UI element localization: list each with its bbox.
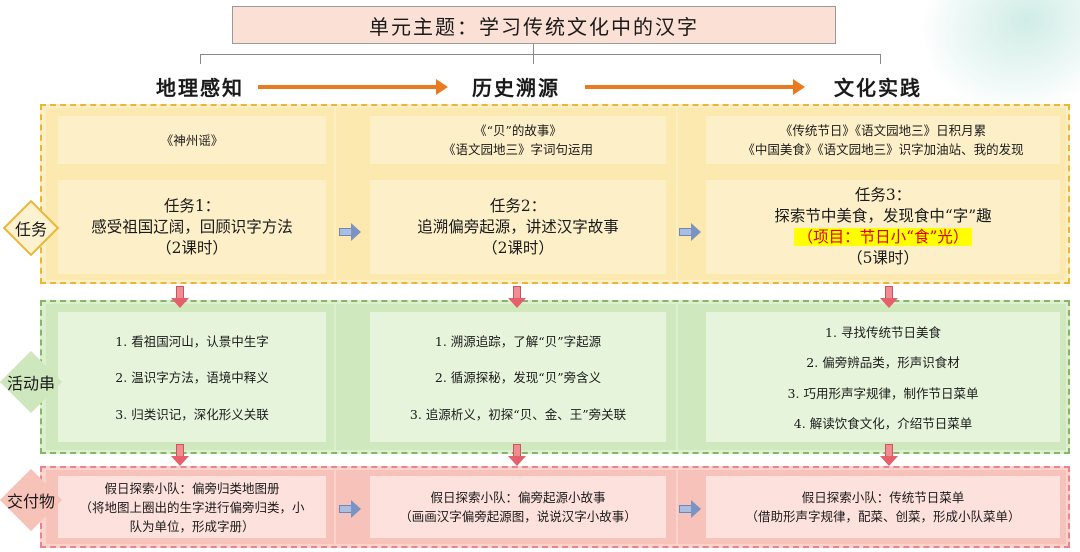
connector-line <box>533 54 534 64</box>
activity-item: 3. 追源析义，初探“贝、金、王”旁关联 <box>409 407 627 423</box>
task-text: 感受祖国辽阔，回顾识字方法 <box>91 217 293 236</box>
right-arrow-icon <box>679 500 701 518</box>
activity-box-1: 1. 看祖国河山，认景中生字 2. 温识字方法，语境中释义 3. 归类识记，深化… <box>58 312 326 442</box>
resource-text: 《语文园地三》字词句运用 <box>442 142 593 157</box>
task-text: 任务2： <box>489 196 547 215</box>
activity-item: 2. 循源探秘，发现“贝”旁含义 <box>434 370 602 386</box>
down-arrow-icon <box>171 444 189 466</box>
deliverable-box-3: 假日探索小队：传统节日菜单 （借助形声字规律，配菜、创菜，形成小队菜单） <box>706 476 1060 538</box>
activity-item: 1. 溯源追踪，了解“贝”字起源 <box>434 333 602 349</box>
activity-item: 4. 解读饮食文化，介绍节日菜单 <box>793 416 973 432</box>
column-heading-culture: 文化实践 <box>834 76 922 100</box>
activity-item: 1. 看祖国河山，认景中生字 <box>115 333 269 349</box>
down-arrow-icon <box>508 286 526 308</box>
resource-text: 《传统节日》《语文园地三》日积月累 <box>779 123 987 138</box>
row-label-activity: 活动串 <box>6 374 55 393</box>
deliverable-text: 假日探索小队：偏旁起源小故事 <box>430 490 606 505</box>
deliverable-text: （将地图上圈出的生字进行偏旁归类，小 <box>79 499 305 515</box>
resource-text: 《“贝”的故事》 <box>474 123 562 138</box>
flow-arrow <box>585 79 805 95</box>
deliverable-text: 假日探索小队：传统节日菜单 <box>801 490 965 505</box>
deliverable-text: 假日探索小队：偏旁归类地图册 <box>104 480 280 496</box>
deliverable-box-2: 假日探索小队：偏旁起源小故事 （画画汉字偏旁起源图，说说汉字小故事） <box>370 476 666 538</box>
right-arrow-icon <box>339 500 361 518</box>
resource-box-2: 《“贝”的故事》 《语文园地三》字词句运用 <box>370 116 666 164</box>
right-arrow-icon <box>679 223 701 241</box>
task-box-2: 任务2： 追溯偏旁起源，讲述汉字故事 （2课时） <box>370 180 666 274</box>
unit-title: 单元主题：学习传统文化中的汉字 <box>232 6 836 44</box>
resource-box-1: 《神州谣》 <box>58 116 326 164</box>
activity-item: 3. 归类识记，深化形义关联 <box>115 407 269 423</box>
task-text: （5课时） <box>847 249 919 267</box>
task-text: 任务1： <box>163 196 221 215</box>
activity-item: 3. 巧用形声字规律，制作节日菜单 <box>787 385 979 401</box>
column-heading-geography: 地理感知 <box>156 76 244 100</box>
project-highlight: （项目：节日小“食”光） <box>793 228 973 246</box>
task-text: 探索节中美食，发现食中“字”趣 <box>774 207 992 225</box>
activity-box-2: 1. 溯源追踪，了解“贝”字起源 2. 循源探秘，发现“贝”旁含义 3. 追源析… <box>370 312 666 442</box>
deliverable-text: （借助形声字规律，配菜、创菜，形成小队菜单） <box>745 509 1021 524</box>
resource-box-3: 《传统节日》《语文园地三》日积月累 《中国美食》《语文园地三》识字加油站、我的发… <box>706 116 1060 164</box>
task-box-3: 任务3： 探索节中美食，发现食中“字”趣 （项目：节日小“食”光） （5课时） <box>706 180 1060 274</box>
activity-item: 2. 偏旁辨品类，形声识食材 <box>806 355 960 371</box>
connector-line <box>200 54 880 55</box>
row-label-task: 任务 <box>14 220 47 239</box>
connector-line <box>200 54 201 64</box>
activity-item: 1. 寻找传统节日美食 <box>825 324 941 340</box>
connector-line <box>533 44 534 54</box>
right-arrow-icon <box>339 223 361 241</box>
row-label-deliverable: 交付物 <box>6 492 55 511</box>
activity-item: 2. 温识字方法，语境中释义 <box>115 370 269 386</box>
task-text: （2课时） <box>482 238 554 257</box>
down-arrow-icon <box>880 444 898 466</box>
connector-line <box>880 54 881 64</box>
down-arrow-icon <box>880 286 898 308</box>
deliverable-text: 队为单位，形成字册） <box>129 518 255 534</box>
task-text: 追溯偏旁起源，讲述汉字故事 <box>417 217 619 236</box>
resource-text: 《中国美食》《语文园地三》识字加油站、我的发现 <box>742 142 1024 157</box>
task-box-1: 任务1： 感受祖国辽阔，回顾识字方法 （2课时） <box>58 180 326 274</box>
column-heading-history: 历史溯源 <box>472 76 560 100</box>
activity-box-3: 1. 寻找传统节日美食 2. 偏旁辨品类，形声识食材 3. 巧用形声字规律，制作… <box>706 312 1060 442</box>
task-text: 任务3： <box>854 186 912 204</box>
deliverable-box-1: 假日探索小队：偏旁归类地图册 （将地图上圈出的生字进行偏旁归类，小 队为单位，形… <box>58 476 326 538</box>
down-arrow-icon <box>171 286 189 308</box>
deliverable-text: （画画汉字偏旁起源图，说说汉字小故事） <box>399 509 637 524</box>
flow-arrow <box>258 79 448 95</box>
down-arrow-icon <box>508 444 526 466</box>
task-text: （2课时） <box>156 238 228 257</box>
resource-text: 《神州谣》 <box>160 132 224 148</box>
